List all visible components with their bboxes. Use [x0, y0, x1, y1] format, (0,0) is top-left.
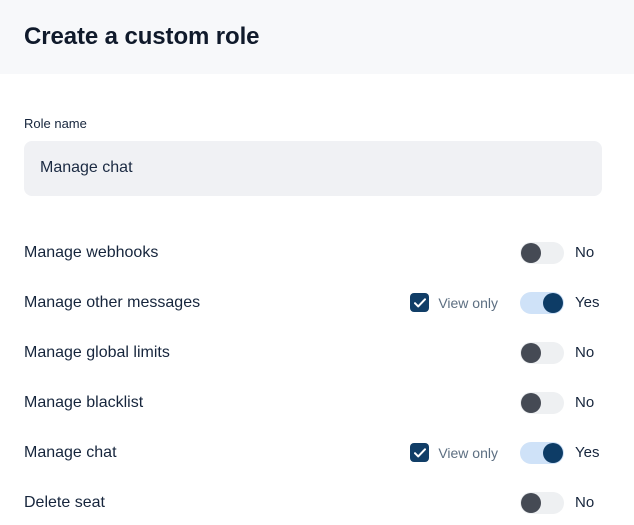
permission-row: Delete seat View onlyNo — [24, 478, 610, 525]
toggle-knob — [521, 242, 541, 263]
permission-row: Manage chat View only Yes — [24, 428, 610, 478]
page-title: Create a custom role — [24, 22, 260, 50]
toggle-knob — [521, 392, 541, 413]
permission-row: Manage other messages View only Yes — [24, 278, 610, 328]
view-only-group-manage-other-messages[interactable]: View only — [410, 293, 498, 313]
permission-label-manage-other-messages: Manage other messages — [24, 294, 201, 311]
permission-toggle-group-manage-webhooks: No — [520, 241, 610, 264]
permission-toggle-group-manage-chat: Yes — [520, 441, 610, 464]
permission-toggle-group-manage-blacklist: No — [520, 391, 610, 414]
permission-toggle-value-manage-chat: Yes — [575, 444, 600, 462]
permission-controls: View only Yes — [410, 428, 610, 478]
check-icon — [413, 297, 426, 307]
permission-toggle-group-delete-seat: No — [520, 491, 610, 514]
permissions-list: Manage webhooksView onlyNoManage other m… — [24, 228, 610, 525]
dialog-header: Create a custom role — [0, 0, 634, 74]
permission-toggle-value-manage-global-limits: No — [575, 344, 595, 362]
toggle-knob — [543, 292, 563, 313]
permission-label-manage-blacklist: Manage blacklist — [24, 394, 144, 411]
permission-label-manage-webhooks: Manage webhooks — [24, 244, 159, 261]
role-name-label: Role name — [24, 116, 87, 131]
permission-toggle-manage-chat[interactable] — [520, 441, 564, 464]
permission-controls: View onlyNo — [410, 328, 610, 378]
permission-label-manage-chat: Manage chat — [24, 444, 117, 461]
permission-toggle-manage-webhooks[interactable] — [520, 241, 564, 264]
toggle-knob — [521, 492, 541, 513]
permission-row: Manage global limits View onlyNo — [24, 328, 610, 378]
view-only-label-manage-chat: View only — [438, 444, 498, 461]
view-only-label-manage-other-messages: View only — [438, 294, 498, 311]
permission-toggle-manage-global-limits[interactable] — [520, 341, 564, 364]
permission-toggle-group-manage-other-messages: Yes — [520, 291, 610, 314]
toggle-knob — [543, 442, 563, 463]
permission-toggle-manage-other-messages[interactable] — [520, 291, 564, 314]
permission-toggle-group-manage-global-limits: No — [520, 341, 610, 364]
permission-toggle-value-manage-blacklist: No — [575, 394, 595, 412]
check-icon — [413, 447, 426, 457]
permission-toggle-delete-seat[interactable] — [520, 491, 564, 514]
view-only-checkbox-manage-chat[interactable] — [410, 443, 430, 463]
permission-label-manage-global-limits: Manage global limits — [24, 344, 170, 361]
toggle-knob — [521, 342, 541, 363]
permission-controls: View onlyNo — [410, 378, 610, 428]
permission-toggle-manage-blacklist[interactable] — [520, 391, 564, 414]
role-name-input[interactable] — [24, 140, 602, 196]
permission-row: Manage blacklist View onlyNo — [24, 378, 610, 428]
permission-label-delete-seat: Delete seat — [24, 494, 105, 511]
permission-controls: View only Yes — [410, 278, 610, 328]
permission-toggle-value-manage-webhooks: No — [575, 244, 595, 262]
dialog-body: Role name Manage webhooksView onlyNoMana… — [0, 74, 634, 525]
role-name-field-group: Role name — [24, 74, 610, 196]
permission-controls: View onlyNo — [410, 478, 610, 525]
view-only-group-manage-chat[interactable]: View only — [410, 443, 498, 463]
view-only-checkbox-manage-other-messages[interactable] — [410, 293, 430, 313]
permission-toggle-value-manage-other-messages: Yes — [575, 294, 600, 312]
permission-controls: View onlyNo — [410, 228, 610, 278]
permission-toggle-value-delete-seat: No — [575, 494, 595, 512]
permission-row: Manage webhooks View onlyNo — [24, 228, 610, 278]
